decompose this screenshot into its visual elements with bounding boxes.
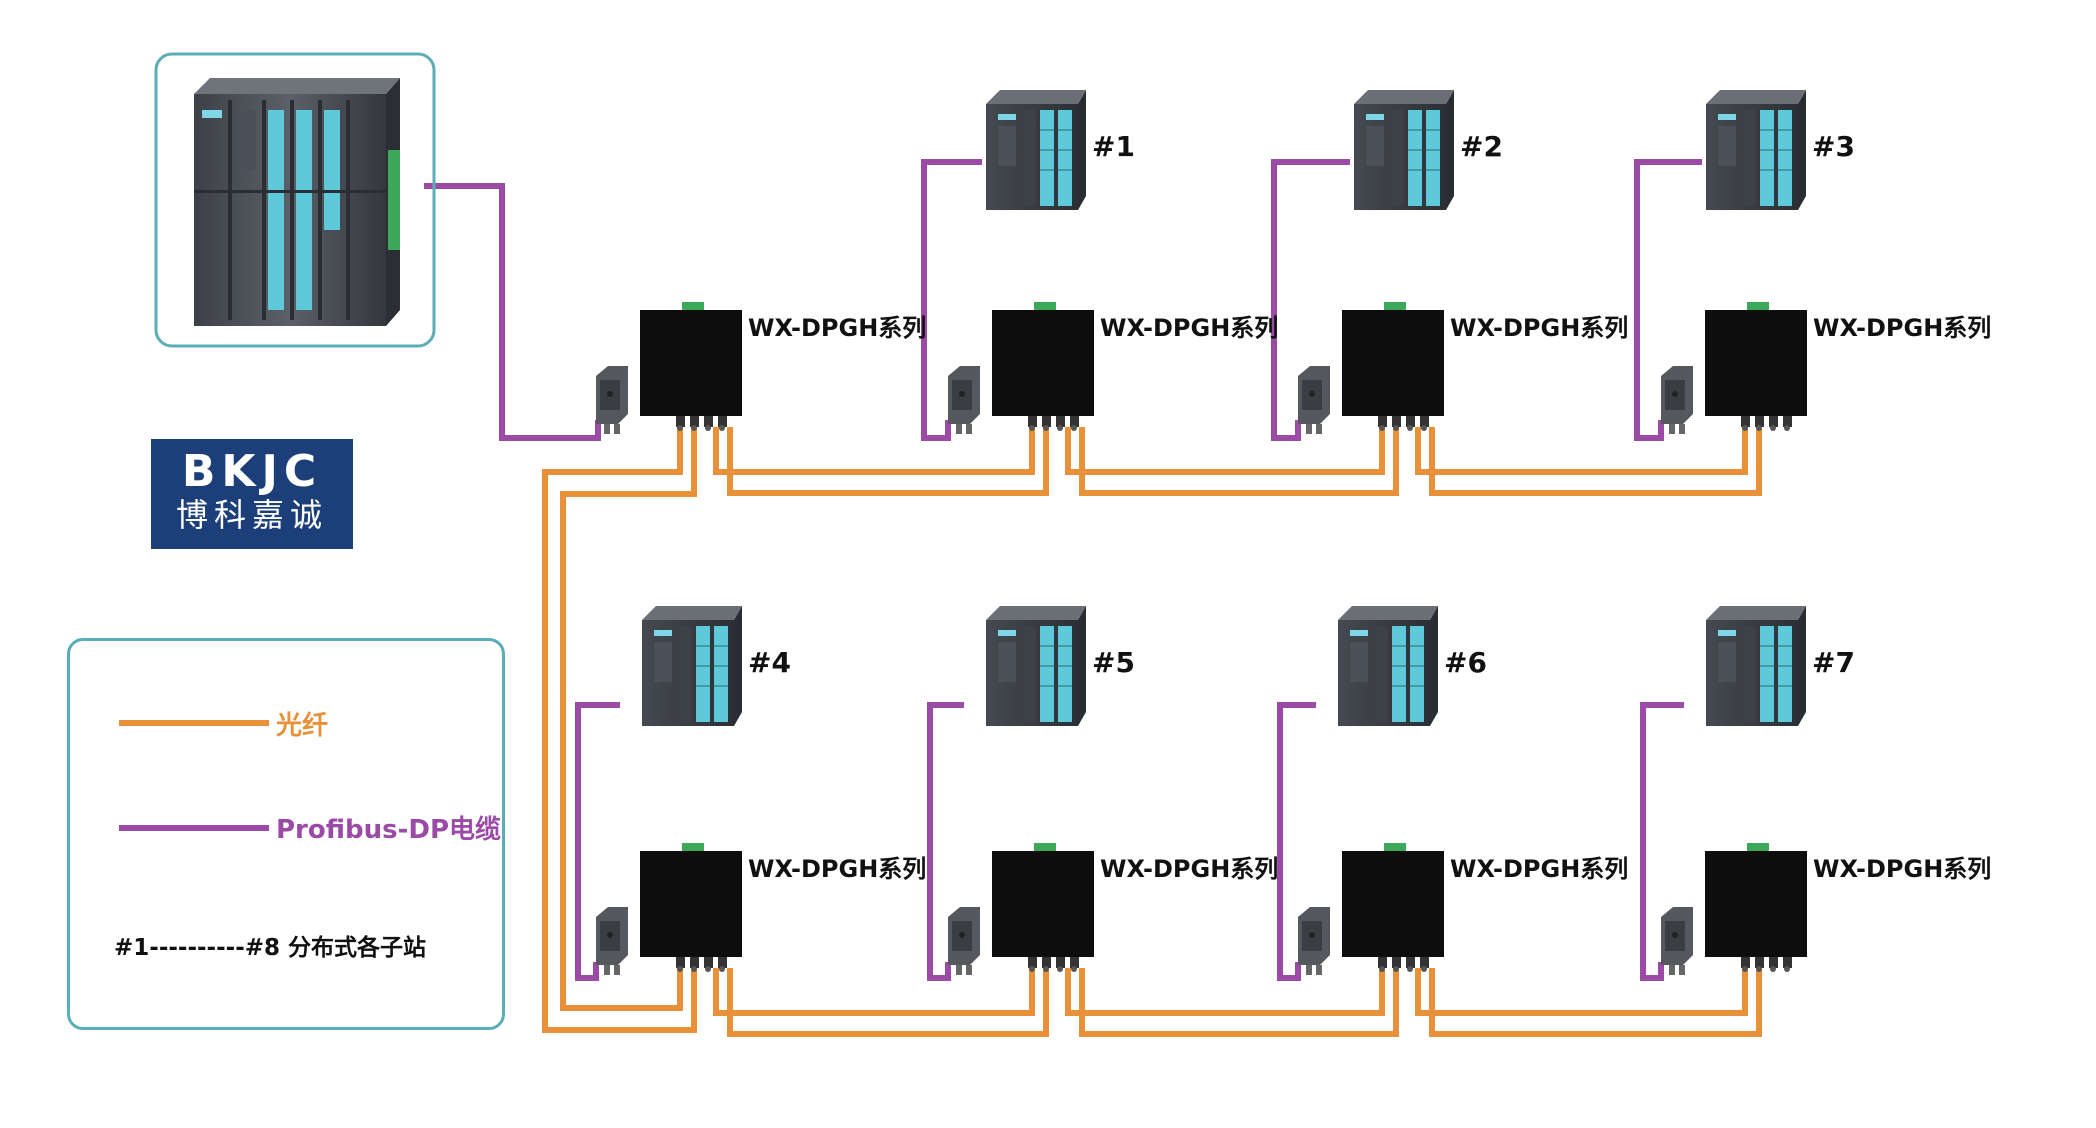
fiber-link	[1079, 427, 1399, 496]
dp-cable-bottom	[1640, 702, 1684, 981]
station-label: #3	[1812, 130, 1855, 163]
fiber-converter-icon	[1342, 302, 1444, 431]
dp-cable-master	[424, 183, 601, 441]
fiber-link	[1065, 968, 1385, 1016]
dp-cable-top	[921, 159, 982, 441]
fiber-link	[713, 427, 1035, 475]
legend-stations-label: #1----------#8 分布式各子站	[114, 935, 427, 961]
master-plc-frame	[154, 52, 436, 348]
fiber-link	[1415, 968, 1748, 1016]
fiber-link	[1065, 427, 1385, 475]
converter-series-label: WX-DPGH系列	[748, 855, 927, 883]
fiber-trunk	[542, 427, 697, 1033]
fiber-converter-icon	[640, 843, 742, 972]
converter-series-label: WX-DPGH系列	[1813, 314, 1992, 342]
dp-cable-bottom	[927, 702, 964, 981]
dp-cable-bottom	[1277, 702, 1316, 981]
plc-module-icon	[985, 605, 1087, 727]
plc-module-icon	[1353, 89, 1455, 211]
fiber-converter-icon	[640, 302, 742, 431]
fiber-converter-icon	[1705, 843, 1807, 972]
fiber-link	[727, 968, 1049, 1037]
dp-cable-top	[1271, 159, 1350, 441]
legend-fiber-line	[119, 720, 269, 726]
plc-module-icon	[1337, 605, 1439, 727]
station-label: #4	[748, 646, 791, 679]
fiber-link	[1429, 427, 1762, 496]
dp-cable-top	[1634, 159, 1702, 441]
station-label: #2	[1460, 130, 1503, 163]
converter-series-label: WX-DPGH系列	[1100, 314, 1279, 342]
dp-connector-icon	[1298, 907, 1330, 975]
legend-cable-label: Profibus-DP电缆	[276, 815, 502, 845]
converter-series-label: WX-DPGH系列	[1450, 314, 1629, 342]
logo-text-cn: 博科嘉诚	[175, 496, 328, 534]
fiber-converter-icon	[1342, 843, 1444, 972]
station-label: #7	[1812, 646, 1855, 679]
converter-series-label: WX-DPGH系列	[1100, 855, 1279, 883]
dp-connector-icon	[596, 366, 628, 434]
dp-connector-icon	[1661, 907, 1693, 975]
legend-box: 光纤 Profibus-DP电缆 #1----------#8 分布式各子站	[67, 638, 505, 1030]
dp-connector-icon	[948, 907, 980, 975]
plc-module-icon	[1705, 605, 1807, 727]
station-label: #6	[1444, 646, 1487, 679]
dp-connector-icon	[1298, 366, 1330, 434]
converter-series-label: WX-DPGH系列	[1450, 855, 1629, 883]
plc-module-icon	[641, 605, 743, 727]
fiber-link	[1429, 968, 1762, 1037]
fiber-link	[1079, 968, 1399, 1037]
fiber-converter-icon	[992, 843, 1094, 972]
station-label: #5	[1092, 646, 1135, 679]
converter-series-label: WX-DPGH系列	[1813, 855, 1992, 883]
plc-module-icon	[1705, 89, 1807, 211]
logo-text-en: BKJC	[181, 446, 323, 497]
legend-fiber-label: 光纤	[276, 711, 329, 741]
fiber-link	[1415, 427, 1748, 475]
dp-connector-icon	[948, 366, 980, 434]
plc-rack-icon	[194, 78, 400, 326]
converter-series-label: WX-DPGH系列	[748, 314, 927, 342]
fiber-trunk	[560, 427, 697, 1011]
station-label: #1	[1092, 130, 1135, 163]
fiber-link	[713, 968, 1035, 1016]
dp-cable-bottom	[575, 702, 620, 981]
plc-module-icon	[985, 89, 1087, 211]
fiber-link	[727, 427, 1049, 496]
fiber-converter-icon	[1705, 302, 1807, 431]
bkjc-logo: BKJC 博科嘉诚	[151, 439, 353, 549]
dp-connector-icon	[1661, 366, 1693, 434]
dp-connector-icon	[596, 907, 628, 975]
legend-cable-line	[119, 825, 269, 831]
fiber-converter-icon	[992, 302, 1094, 431]
